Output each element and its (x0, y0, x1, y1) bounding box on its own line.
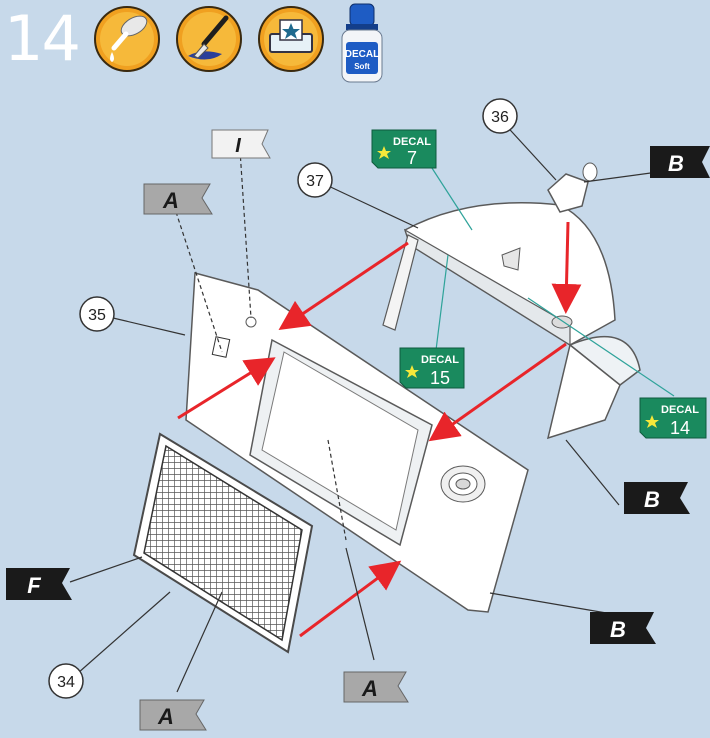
svg-text:A: A (157, 704, 174, 729)
svg-text:36: 36 (491, 109, 509, 126)
decal-tag-14: DECAL 14 (640, 398, 706, 438)
svg-text:7: 7 (407, 148, 417, 168)
flag-B-top: B (650, 146, 710, 178)
decal-tag-15: DECAL 15 (400, 348, 464, 388)
svg-text:14: 14 (670, 418, 690, 438)
decal-tag-7: DECAL 7 (372, 130, 436, 168)
svg-text:35: 35 (88, 307, 106, 324)
flag-A-top: A (144, 184, 212, 214)
flag-F: F (6, 568, 72, 600)
svg-text:DECAL: DECAL (393, 136, 431, 148)
callout-part-35: 35 (80, 297, 114, 331)
svg-text:37: 37 (306, 173, 324, 190)
flag-A-bottom-mid: A (344, 672, 408, 702)
svg-text:A: A (162, 188, 179, 213)
callout-part-36: 36 (483, 99, 517, 133)
flag-B-mid: B (624, 482, 690, 514)
svg-text:DECAL: DECAL (661, 404, 699, 416)
callout-part-37: 37 (298, 163, 332, 197)
callout-part-34: 34 (49, 664, 83, 698)
flag-A-bottom-left: A (140, 700, 206, 730)
svg-text:I: I (235, 135, 241, 157)
svg-text:B: B (644, 487, 660, 512)
part-36-clip (548, 163, 597, 212)
flag-I: I (212, 130, 270, 158)
svg-text:A: A (361, 676, 378, 701)
svg-text:F: F (27, 573, 41, 598)
svg-text:15: 15 (430, 368, 450, 388)
svg-text:DECAL: DECAL (421, 354, 459, 366)
flag-B-bottom: B (590, 612, 656, 644)
svg-text:34: 34 (57, 674, 75, 691)
svg-text:B: B (610, 617, 626, 642)
svg-text:B: B (668, 151, 684, 176)
